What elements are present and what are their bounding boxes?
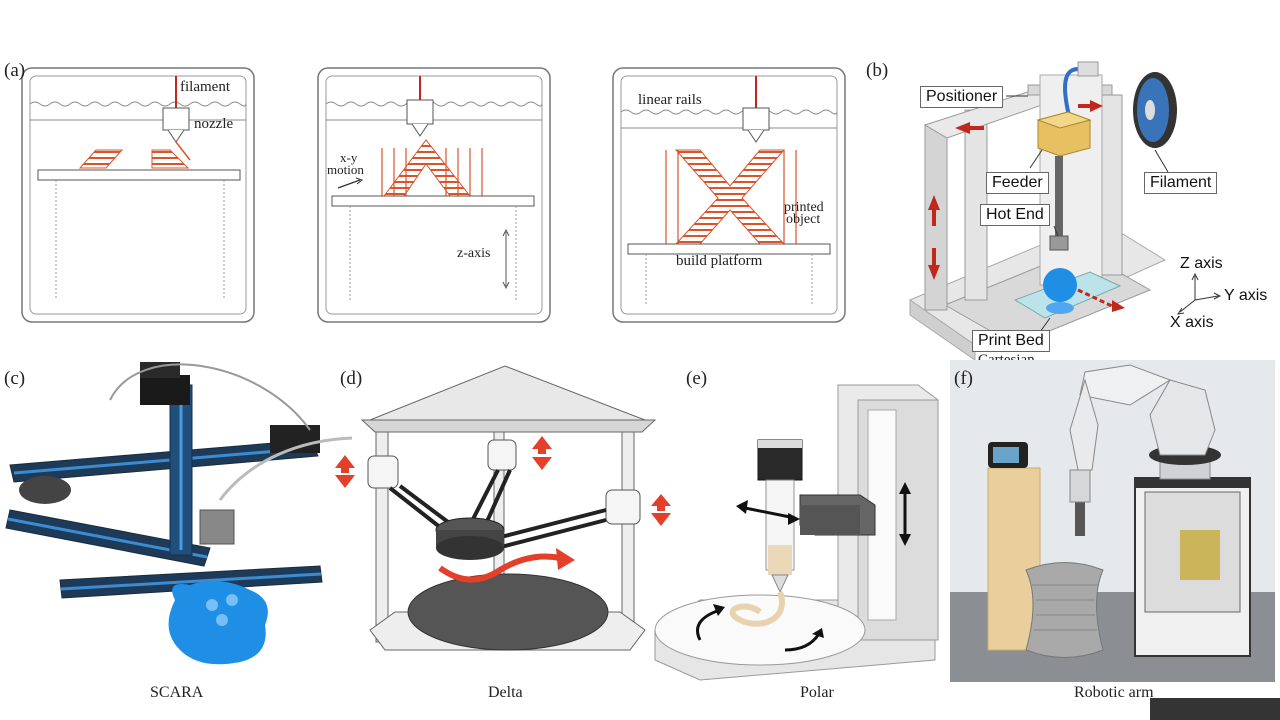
panel-e-letter: (e) xyxy=(686,368,708,389)
label-y-axis-b: Y axis xyxy=(1224,287,1268,304)
label-positioner: Positioner xyxy=(920,86,1004,108)
label-nozzle: nozzle xyxy=(194,116,234,132)
label-feeder: Feeder xyxy=(986,172,1049,194)
panel-c-letter: (c) xyxy=(4,368,26,389)
label-filament-b: Filament xyxy=(1144,172,1218,194)
label-xy-motion-1: x-y xyxy=(340,150,358,165)
label-build-platform: build platform xyxy=(676,253,763,269)
panel-d-letter: (d) xyxy=(340,368,363,389)
label-x-axis-b: X axis xyxy=(1170,314,1214,331)
label-z-axis-b: Z axis xyxy=(1180,255,1223,272)
panel-b-letter: (b) xyxy=(866,60,889,81)
panel-f-letter: (f) xyxy=(954,368,973,389)
red-motion-arrows xyxy=(928,100,1125,312)
caption-robotic-arm: Robotic arm xyxy=(1074,684,1154,701)
printer-frame-2 xyxy=(317,67,551,323)
caption-scara: SCARA xyxy=(150,684,204,701)
label-xy-motion-2: motion xyxy=(327,162,364,177)
label-print-bed: Print Bed xyxy=(972,330,1050,352)
caption-polar: Polar xyxy=(800,684,834,701)
axis-triad xyxy=(1176,272,1222,315)
delta-red-arrows xyxy=(335,436,671,583)
label-filament: filament xyxy=(180,79,230,95)
label-linear-rails: linear rails xyxy=(638,92,702,108)
label-printed-object-1: printed xyxy=(784,200,824,215)
label-printed-object-2: object xyxy=(786,212,821,227)
printer-frame-3 xyxy=(612,67,846,323)
polar-arrows xyxy=(696,482,911,652)
label-hot-end: Hot End xyxy=(980,204,1050,226)
caption-delta: Delta xyxy=(488,684,523,701)
panel-a-letter: (a) xyxy=(4,60,26,81)
printer-frame-1 xyxy=(21,67,255,323)
label-z-axis: z-axis xyxy=(457,246,491,261)
